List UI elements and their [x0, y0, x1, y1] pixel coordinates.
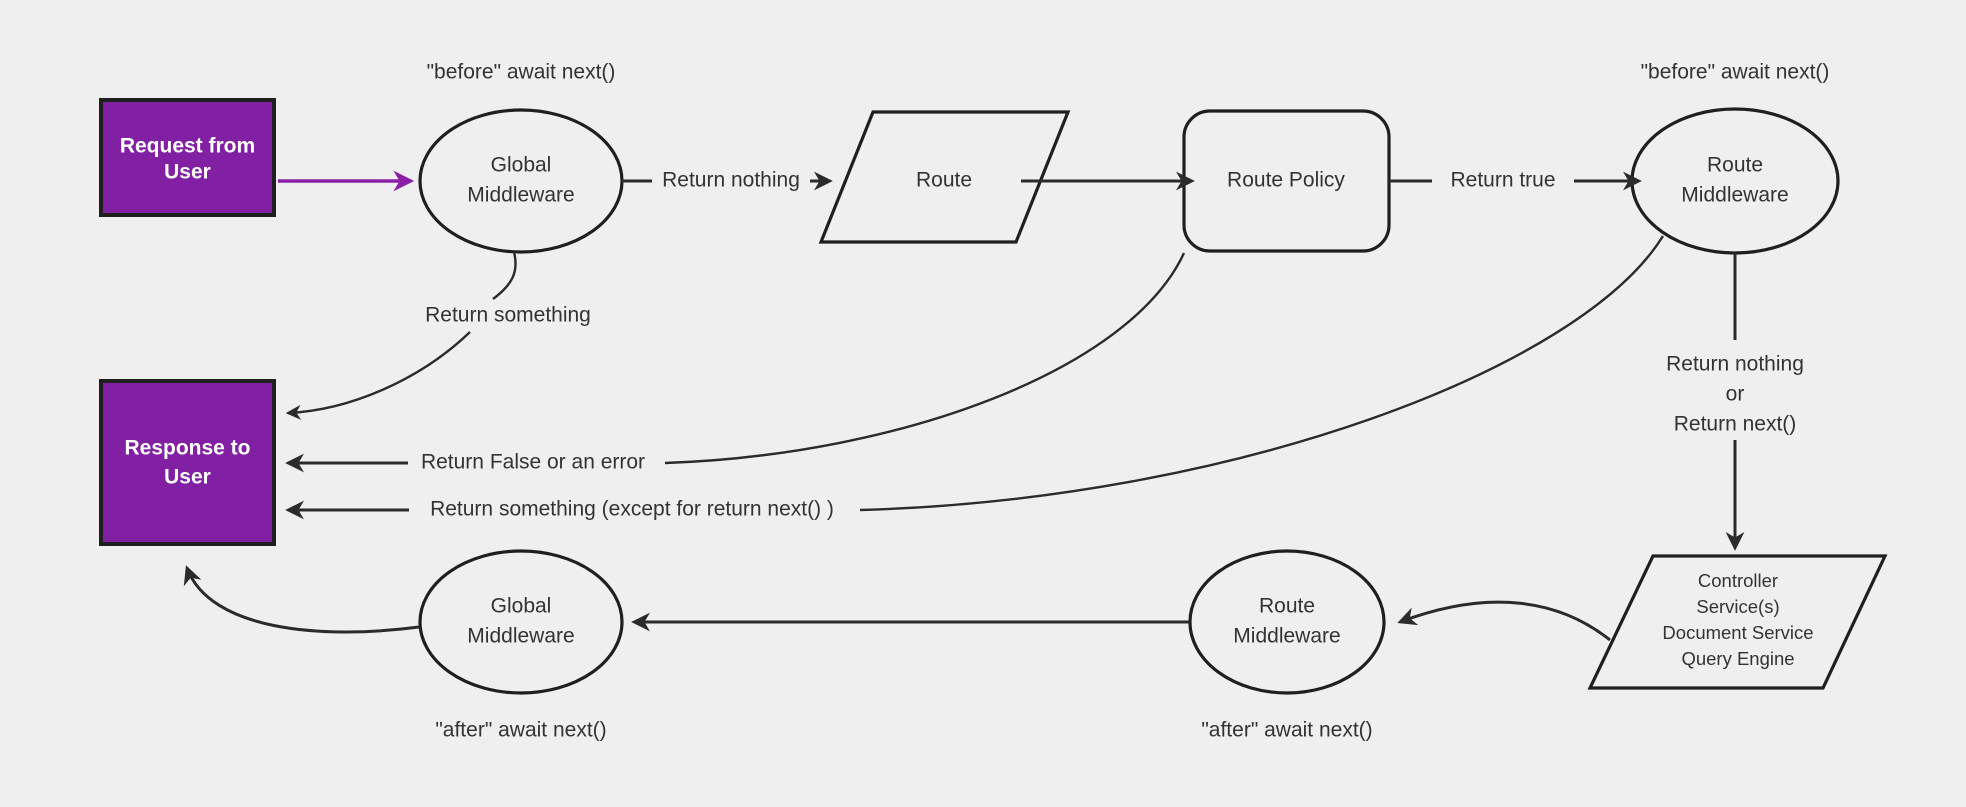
edge-label-return-something: Return something [425, 304, 591, 327]
annotation-before-await-next-global: "before" await next() [427, 61, 616, 84]
edge-label-return-next: Return next() [1674, 413, 1797, 436]
node-request-from-user[interactable] [99, 98, 276, 217]
edge-controller-to-route-middleware-after [1397, 600, 1611, 642]
edge-label-return-nothing: Return nothing [662, 169, 800, 192]
annotation-after-await-next-route: "after" await next() [1201, 719, 1372, 742]
node-route-middleware-after[interactable] [1188, 549, 1386, 695]
response-to-user-label-line1: Response to [124, 437, 250, 460]
global-middleware-before-label-line2: Middleware [467, 184, 574, 207]
global-middleware-after-label-line2: Middleware [467, 625, 574, 648]
response-to-user-label-line2: User [164, 466, 211, 489]
route-middleware-after-label-line2: Middleware [1233, 625, 1340, 648]
edge-label-return-something-except-next: Return something (except for return next… [430, 498, 834, 521]
edge-label-return-false-or-error: Return False or an error [421, 451, 645, 474]
node-global-middleware-before[interactable] [418, 108, 624, 254]
route-label: Route [916, 169, 972, 192]
node-route[interactable] [818, 110, 1071, 244]
global-middleware-after-label-line1: Global [491, 595, 552, 618]
request-from-user-label-line1: Request from [120, 135, 255, 158]
node-route-middleware-before[interactable] [1630, 107, 1840, 255]
edge-policy-return-false-curve [664, 252, 1186, 465]
edge-global-return-something-upper [492, 251, 517, 300]
edge-label-or: or [1726, 383, 1745, 406]
node-global-middleware-after[interactable] [418, 549, 624, 695]
route-middleware-after-label-line1: Route [1259, 595, 1315, 618]
annotation-before-await-next-route: "before" await next() [1641, 61, 1830, 84]
controller-label-line3: Document Service [1662, 622, 1813, 643]
controller-label-line2: Service(s) [1696, 596, 1779, 617]
annotation-after-await-next-global: "after" await next() [435, 719, 606, 742]
route-middleware-before-label-line2: Middleware [1681, 184, 1788, 207]
edge-route-mw-return-something-curve [859, 235, 1665, 512]
request-from-user-label-line2: User [164, 161, 211, 184]
edge-global-return-something-lower [285, 331, 471, 420]
node-controller[interactable] [1587, 554, 1888, 690]
controller-label-line4: Query Engine [1681, 648, 1794, 669]
controller-label-line1: Controller [1698, 570, 1778, 591]
route-middleware-before-label-line1: Route [1707, 154, 1763, 177]
node-response-to-user[interactable] [99, 379, 276, 546]
edge-global-mw-after-to-response [183, 565, 420, 634]
edge-label-return-true: Return true [1450, 169, 1555, 192]
edge-label-return-nothing-2: Return nothing [1666, 353, 1804, 376]
global-middleware-before-label-line1: Global [491, 154, 552, 177]
route-policy-label: Route Policy [1227, 169, 1345, 192]
